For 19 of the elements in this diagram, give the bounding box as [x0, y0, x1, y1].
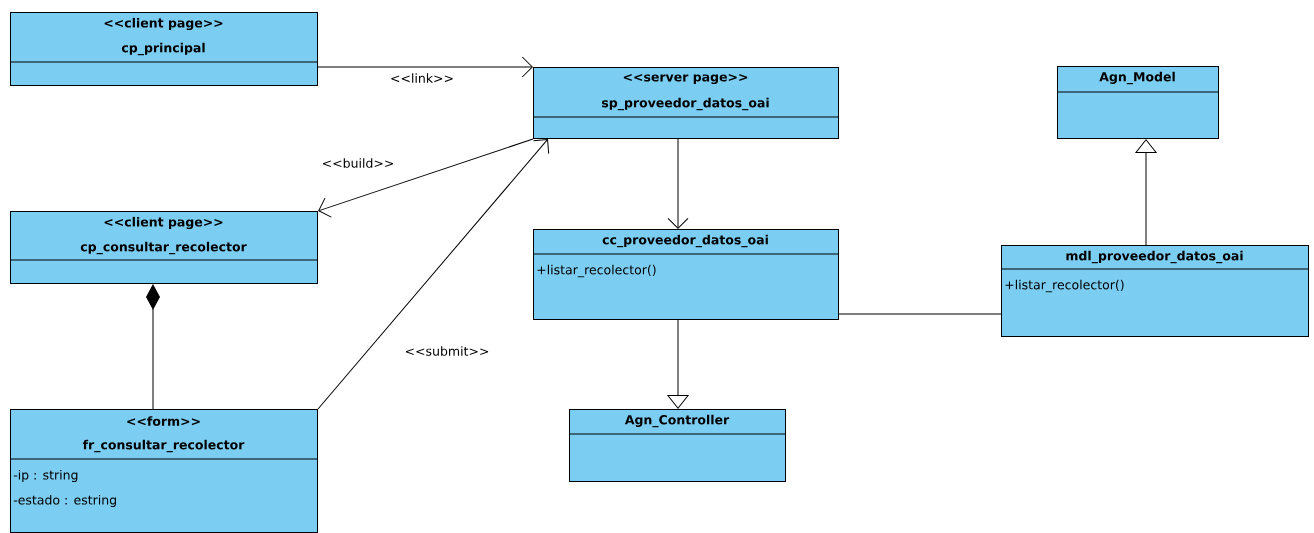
arrow	[1135, 139, 1157, 246]
arrow	[317, 56, 533, 78]
arrow	[317, 139, 550, 410]
class-box: <<client page>> cp_consultar_recolector	[9, 211, 318, 284]
class-box: <<client page>> cp_principal	[9, 12, 318, 86]
edge-label: <<link>>	[389, 72, 455, 84]
arrow	[318, 138, 534, 218]
association-line	[838, 313, 1002, 315]
edge-label: <<build>>	[320, 157, 396, 169]
edge-label: <<submit>>	[403, 345, 491, 357]
arrow	[667, 138, 689, 229]
class-box: mdl_proveedor_datos_oai +listar_recolector()	[1000, 245, 1309, 337]
class-box: Agn_Model	[1056, 66, 1219, 139]
class-box: cc_proveedor_datos_oai +listar_recolector()	[532, 229, 839, 320]
class-box: <<form>> fr_consultar_recolector -ip : string -estado : estring	[9, 409, 318, 533]
class-box: <<server page>> sp_proveedor_datos_oai	[532, 67, 839, 139]
composition-line	[146, 284, 160, 410]
class-box: Agn_Controller	[568, 409, 786, 482]
arrow	[667, 319, 689, 409]
